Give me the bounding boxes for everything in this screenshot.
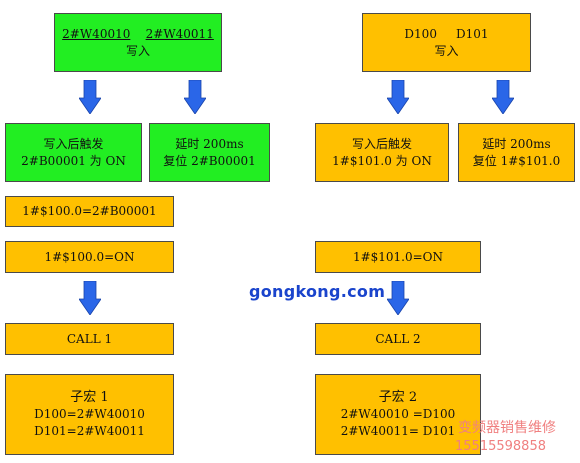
left-arrow-down-icon-3 <box>79 281 101 315</box>
left-trigger-box: 写入后触发 2#B00001 为 ON <box>5 123 142 182</box>
right-delay-box: 延时 200ms 复位 1#$101.0 <box>458 123 575 182</box>
right-trigger-title: 写入后触发 <box>351 136 412 151</box>
right-call-text: CALL 2 <box>375 331 421 346</box>
right-trigger-box: 写入后触发 1#$101.0 为 ON <box>315 123 449 182</box>
left-call-text: CALL 1 <box>66 331 113 346</box>
right-delay-title: 延时 200ms <box>482 136 551 151</box>
right-macro-title: 子宏 2 <box>378 390 418 405</box>
right-macro-line-1: 2#W40010 =D100 <box>340 407 456 421</box>
right-condition-text: 1#$101.0=ON <box>352 249 444 264</box>
left-trigger-detail: 2#B00001 为 ON <box>21 153 126 168</box>
right-delay-detail: 复位 1#$101.0 <box>472 153 561 168</box>
left-delay-detail: 复位 2#B00001 <box>163 153 256 168</box>
left-assign-box: 1#$100.0=2#B00001 <box>5 196 174 227</box>
left-write-box: 2#W40010 2#W40011 写入 <box>54 13 222 72</box>
right-write-label: 写入 <box>434 43 459 58</box>
right-write-box: D100 D101 写入 <box>362 13 531 72</box>
left-write-address-2: 2#W40011 <box>145 26 214 41</box>
left-write-addresses: 2#W40010 2#W40011 <box>62 26 214 43</box>
right-condition-box: 1#$101.0=ON <box>315 241 481 273</box>
left-delay-title: 延时 200ms <box>175 136 244 151</box>
left-write-address-1: 2#W40010 <box>62 26 131 41</box>
left-macro-box: 子宏 1 D100=2#W40010 D101=2#W40011 <box>5 374 174 455</box>
left-macro-line-1: D100=2#W40010 <box>34 407 145 421</box>
right-arrow-down-icon-2 <box>492 80 514 114</box>
left-delay-box: 延时 200ms 复位 2#B00001 <box>149 123 270 182</box>
right-write-addresses: D100 D101 <box>404 26 488 43</box>
phone-watermark: 15515598858 <box>455 439 546 454</box>
right-trigger-detail: 1#$101.0 为 ON <box>332 153 432 168</box>
left-condition-box: 1#$100.0=ON <box>5 241 174 273</box>
left-arrow-down-icon-2 <box>184 80 206 114</box>
site-watermark: gongkong.com <box>249 282 386 301</box>
left-trigger-title: 写入后触发 <box>43 136 104 151</box>
shop-watermark: 变频器销售维修 <box>458 420 556 436</box>
left-macro-line-2: D101=2#W40011 <box>34 424 145 438</box>
left-condition-text: 1#$100.0=ON <box>44 249 135 264</box>
right-macro-box: 子宏 2 2#W40010 =D100 2#W40011= D101 <box>315 374 481 455</box>
right-write-address-2: D101 <box>456 26 489 41</box>
right-macro-line-2: 2#W40011= D101 <box>340 424 456 438</box>
right-write-address-1: D100 <box>404 26 437 41</box>
right-arrow-down-icon-3 <box>387 281 409 315</box>
left-arrow-down-icon-1 <box>79 80 101 114</box>
left-assign-text: 1#$100.0=2#B00001 <box>22 204 157 218</box>
right-call-box: CALL 2 <box>315 323 481 355</box>
left-call-box: CALL 1 <box>5 323 174 355</box>
right-arrow-down-icon-1 <box>387 80 409 114</box>
left-write-label: 写入 <box>125 43 150 58</box>
left-macro-title: 子宏 1 <box>70 390 109 405</box>
